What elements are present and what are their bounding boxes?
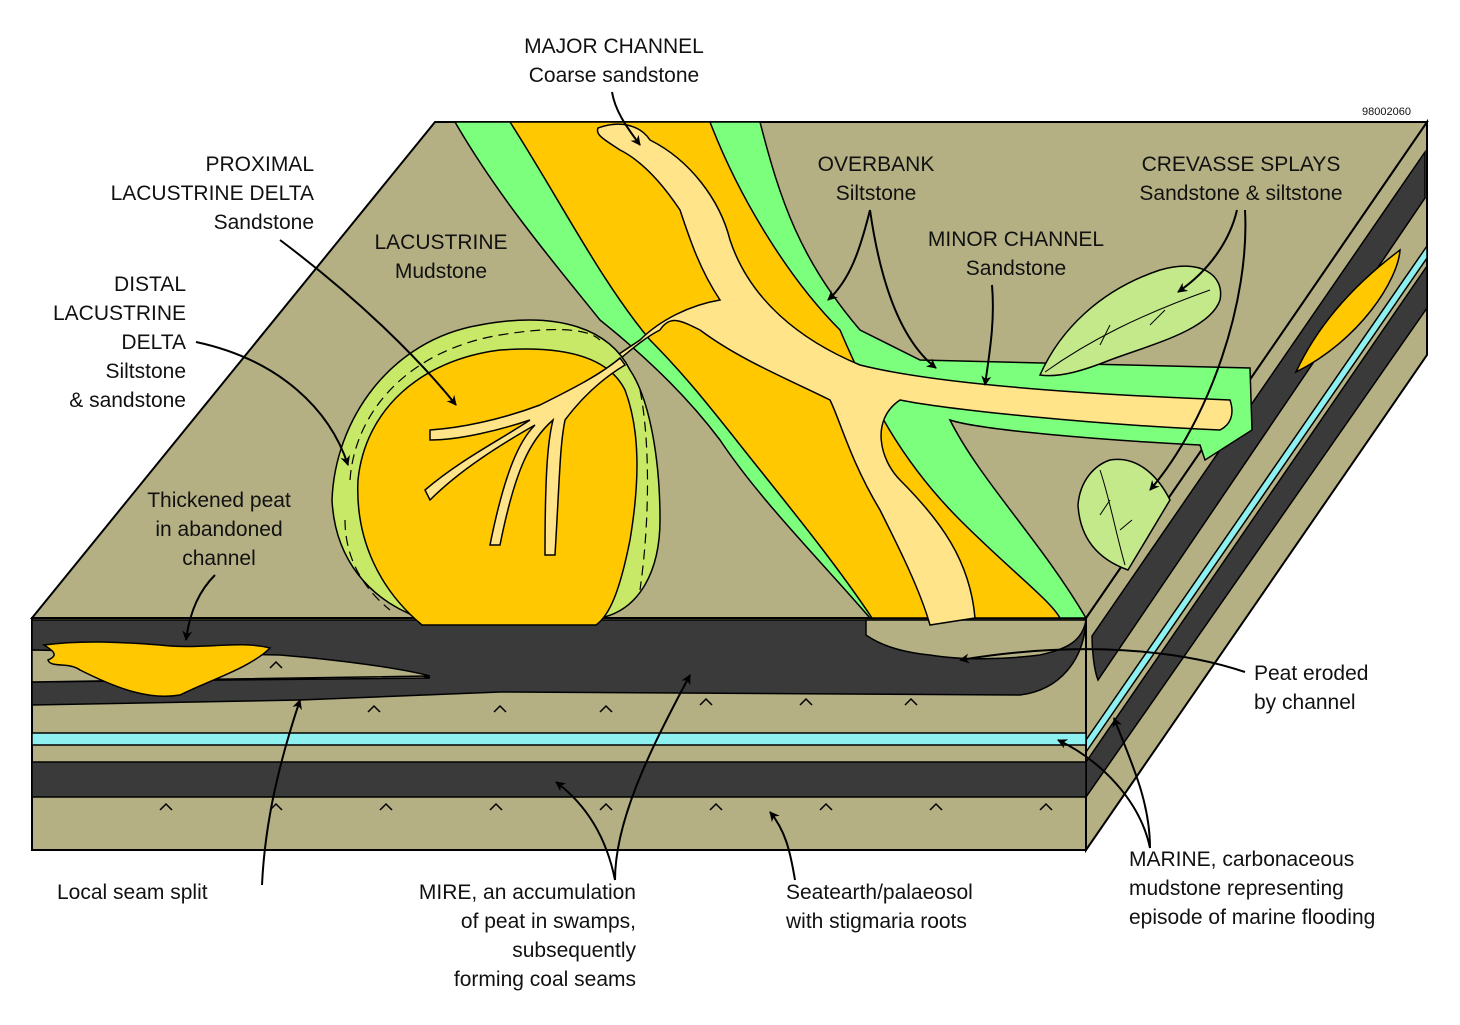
top-face (29, 121, 1429, 626)
label-marine: MARINE, carbonaceous mudstone representi… (1129, 845, 1439, 932)
distal-line-2: LACUSTRINE (52, 302, 186, 325)
marine-line-3: episode of marine flooding (1129, 906, 1376, 929)
seam-split-text: Local seam split (57, 881, 208, 904)
distal-line-5: & sandstone (69, 389, 186, 412)
label-mire: MIRE, an accumulation of peat in swamps,… (380, 878, 636, 994)
mire-line-1: MIRE, an accumulation (418, 881, 636, 904)
figure-id: 98002060 (1362, 106, 1411, 118)
crevasse-sub: Sandstone & siltstone (1139, 182, 1343, 205)
lacustrine-title: LACUSTRINE (374, 231, 508, 254)
proximal-line-3: Sandstone (213, 211, 314, 234)
label-seatearth: Seatearth/palaeosol with stigmaria roots (786, 878, 1026, 936)
thickened-line-1: Thickened peat (147, 489, 291, 512)
leader-lines (182, 91, 1247, 886)
proximal-line-2: LACUSTRINE DELTA (110, 182, 314, 205)
overbank-sub: Siltstone (835, 182, 917, 205)
label-lacustrine: LACUSTRINE Mudstone (350, 228, 532, 286)
label-crevasse-splays: CREVASSE SPLAYS Sandstone & siltstone (1105, 150, 1377, 208)
major-channel-sub: Coarse sandstone (528, 64, 700, 87)
distal-line-1: DISTAL (114, 273, 186, 296)
right-side-face (1085, 118, 1428, 854)
thickened-line-2: in abandoned (155, 518, 283, 541)
peat-eroded-line-1: Peat eroded (1254, 662, 1369, 685)
label-thickened-peat: Thickened peat in abandoned channel (134, 486, 304, 573)
lacustrine-sub: Mudstone (394, 260, 488, 283)
seatearth-line-1: Seatearth/palaeosol (786, 881, 973, 904)
major-channel-title: MAJOR CHANNEL (524, 35, 704, 58)
mire-line-3: subsequently (512, 939, 636, 962)
label-minor-channel: MINOR CHANNEL Sandstone (896, 225, 1136, 283)
label-major-channel: MAJOR CHANNEL Coarse sandstone (498, 32, 730, 90)
peat-eroded-line-2: by channel (1254, 691, 1356, 714)
marine-line-2: mudstone representing (1129, 877, 1344, 900)
proximal-line-1: PROXIMAL (205, 153, 314, 176)
front-face (31, 617, 1087, 851)
minor-channel-title: MINOR CHANNEL (927, 228, 1105, 251)
label-peat-eroded: Peat eroded by channel (1254, 659, 1404, 717)
label-overbank: OVERBANK Siltstone (790, 150, 962, 208)
label-distal-delta: DISTAL LACUSTRINE DELTA Siltstone & sand… (20, 270, 186, 415)
label-proximal-delta: PROXIMAL LACUSTRINE DELTA Sandstone (50, 150, 314, 237)
siltstone-dash (344, 328, 649, 611)
overbank-title: OVERBANK (817, 153, 935, 176)
label-local-seam-split: Local seam split (57, 878, 257, 907)
seatearth-line-2: with stigmaria roots (786, 910, 967, 933)
minor-channel-sub: Sandstone (965, 257, 1067, 280)
mire-line-4: forming coal seams (453, 968, 636, 991)
marine-line-1: MARINE, carbonaceous (1129, 848, 1355, 871)
distal-line-3: DELTA (121, 331, 186, 354)
crevasse-title: CREVASSE SPLAYS (1141, 153, 1341, 176)
root-marks (159, 660, 1053, 811)
distal-line-4: Siltstone (105, 360, 186, 383)
mire-line-2: of peat in swamps, (460, 910, 636, 933)
thickened-line-3: channel (182, 547, 256, 570)
